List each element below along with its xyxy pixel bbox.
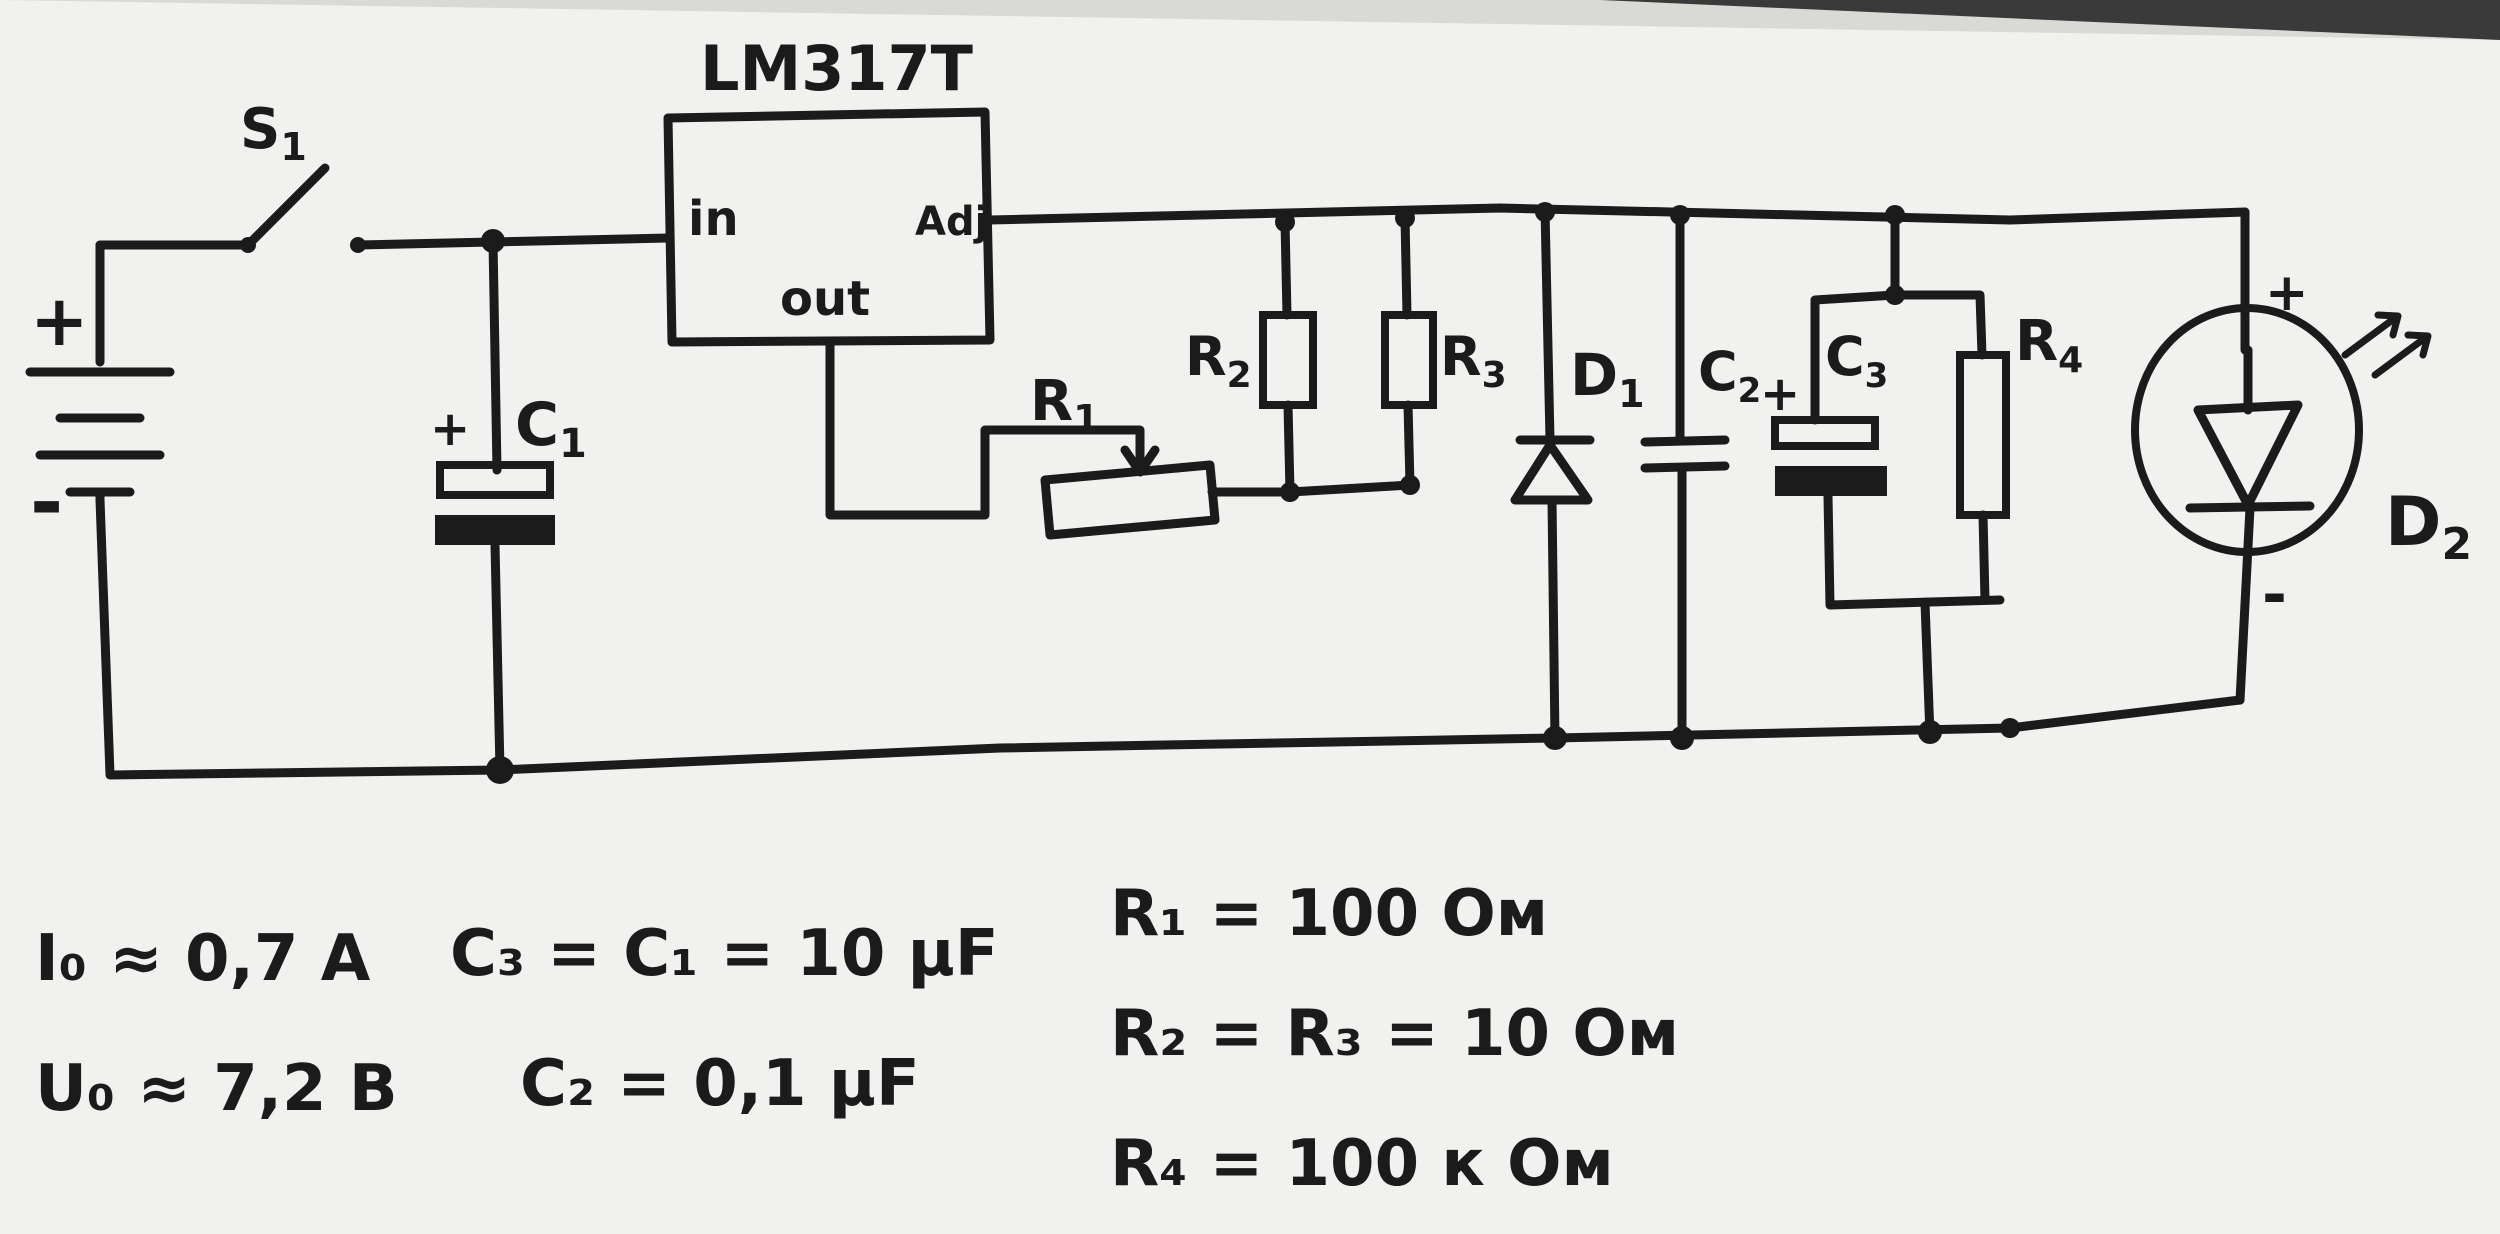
note-c3c1: C₃ = C₁ = 10 μF bbox=[450, 917, 999, 991]
top-rail bbox=[985, 203, 2250, 225]
c1-plus-label: + bbox=[430, 401, 470, 457]
out-to-r1-wire bbox=[825, 337, 1145, 520]
junction-rail-end bbox=[2000, 718, 2020, 738]
notes: I₀ ≈ 0,7 A U₀ ≈ 7,2 B C₃ = C₁ = 10 μF C₂… bbox=[35, 877, 1679, 1201]
battery-minus-label: - bbox=[30, 456, 63, 549]
capacitor-c3: + C3 bbox=[1760, 205, 2005, 610]
switch-s1: S1 bbox=[240, 97, 366, 253]
c3-label: C3 bbox=[1825, 325, 1888, 396]
note-c2: C₂ = 0,1 μF bbox=[520, 1047, 920, 1121]
pin-adj-label: Adj bbox=[915, 199, 988, 245]
c1-label: C1 bbox=[515, 390, 587, 467]
note-i0: I₀ ≈ 0,7 A bbox=[35, 922, 371, 996]
led-d2: + - D2 bbox=[2131, 207, 2472, 705]
capacitor-c1: + C1 bbox=[430, 236, 587, 775]
junction-c2-bottom bbox=[1670, 726, 1694, 750]
capacitor-c2: C2 bbox=[1640, 205, 1761, 743]
r3-label: R3 bbox=[1440, 325, 1507, 396]
r1-label: R1 bbox=[1030, 369, 1100, 441]
pin-out-label: out bbox=[780, 271, 870, 327]
battery: + - bbox=[25, 240, 505, 780]
led-plus-label: + bbox=[2265, 263, 2309, 323]
resistor-r4: R4 bbox=[1890, 290, 2083, 740]
regulator-label: LM317T bbox=[700, 32, 973, 105]
junction-r4-bottom bbox=[1918, 720, 1942, 744]
resistor-r3: R3 bbox=[1381, 213, 1507, 490]
d2-label: D2 bbox=[2385, 483, 2472, 570]
led-minus-label: - bbox=[2262, 560, 2287, 630]
r4-label: R4 bbox=[2015, 309, 2083, 381]
note-r4: R₄ = 100 к Ом bbox=[1110, 1127, 1614, 1201]
d1-label: D1 bbox=[1570, 341, 1645, 416]
diode-d1: D1 bbox=[1510, 202, 1645, 745]
junction-d1-bottom bbox=[1543, 726, 1567, 750]
r2-label: R2 bbox=[1185, 325, 1252, 396]
c2-label: C2 bbox=[1698, 340, 1761, 411]
regulator-lm317t: LM317T in Adj out bbox=[663, 32, 995, 347]
switch-label: S1 bbox=[240, 97, 307, 169]
note-r1: R₁ = 100 Ом bbox=[1110, 877, 1548, 951]
note-r2r3: R₂ = R₃ = 10 Ом bbox=[1110, 997, 1679, 1071]
c3-plus-label: + bbox=[1760, 366, 1800, 422]
note-u0: U₀ ≈ 7,2 B bbox=[35, 1052, 398, 1126]
input-wire bbox=[353, 233, 673, 250]
battery-plus-label: + bbox=[30, 280, 89, 362]
resistor-r2: R2 bbox=[1185, 217, 1317, 497]
dark-corner bbox=[1600, 0, 2500, 40]
pin-in-label: in bbox=[688, 191, 739, 247]
